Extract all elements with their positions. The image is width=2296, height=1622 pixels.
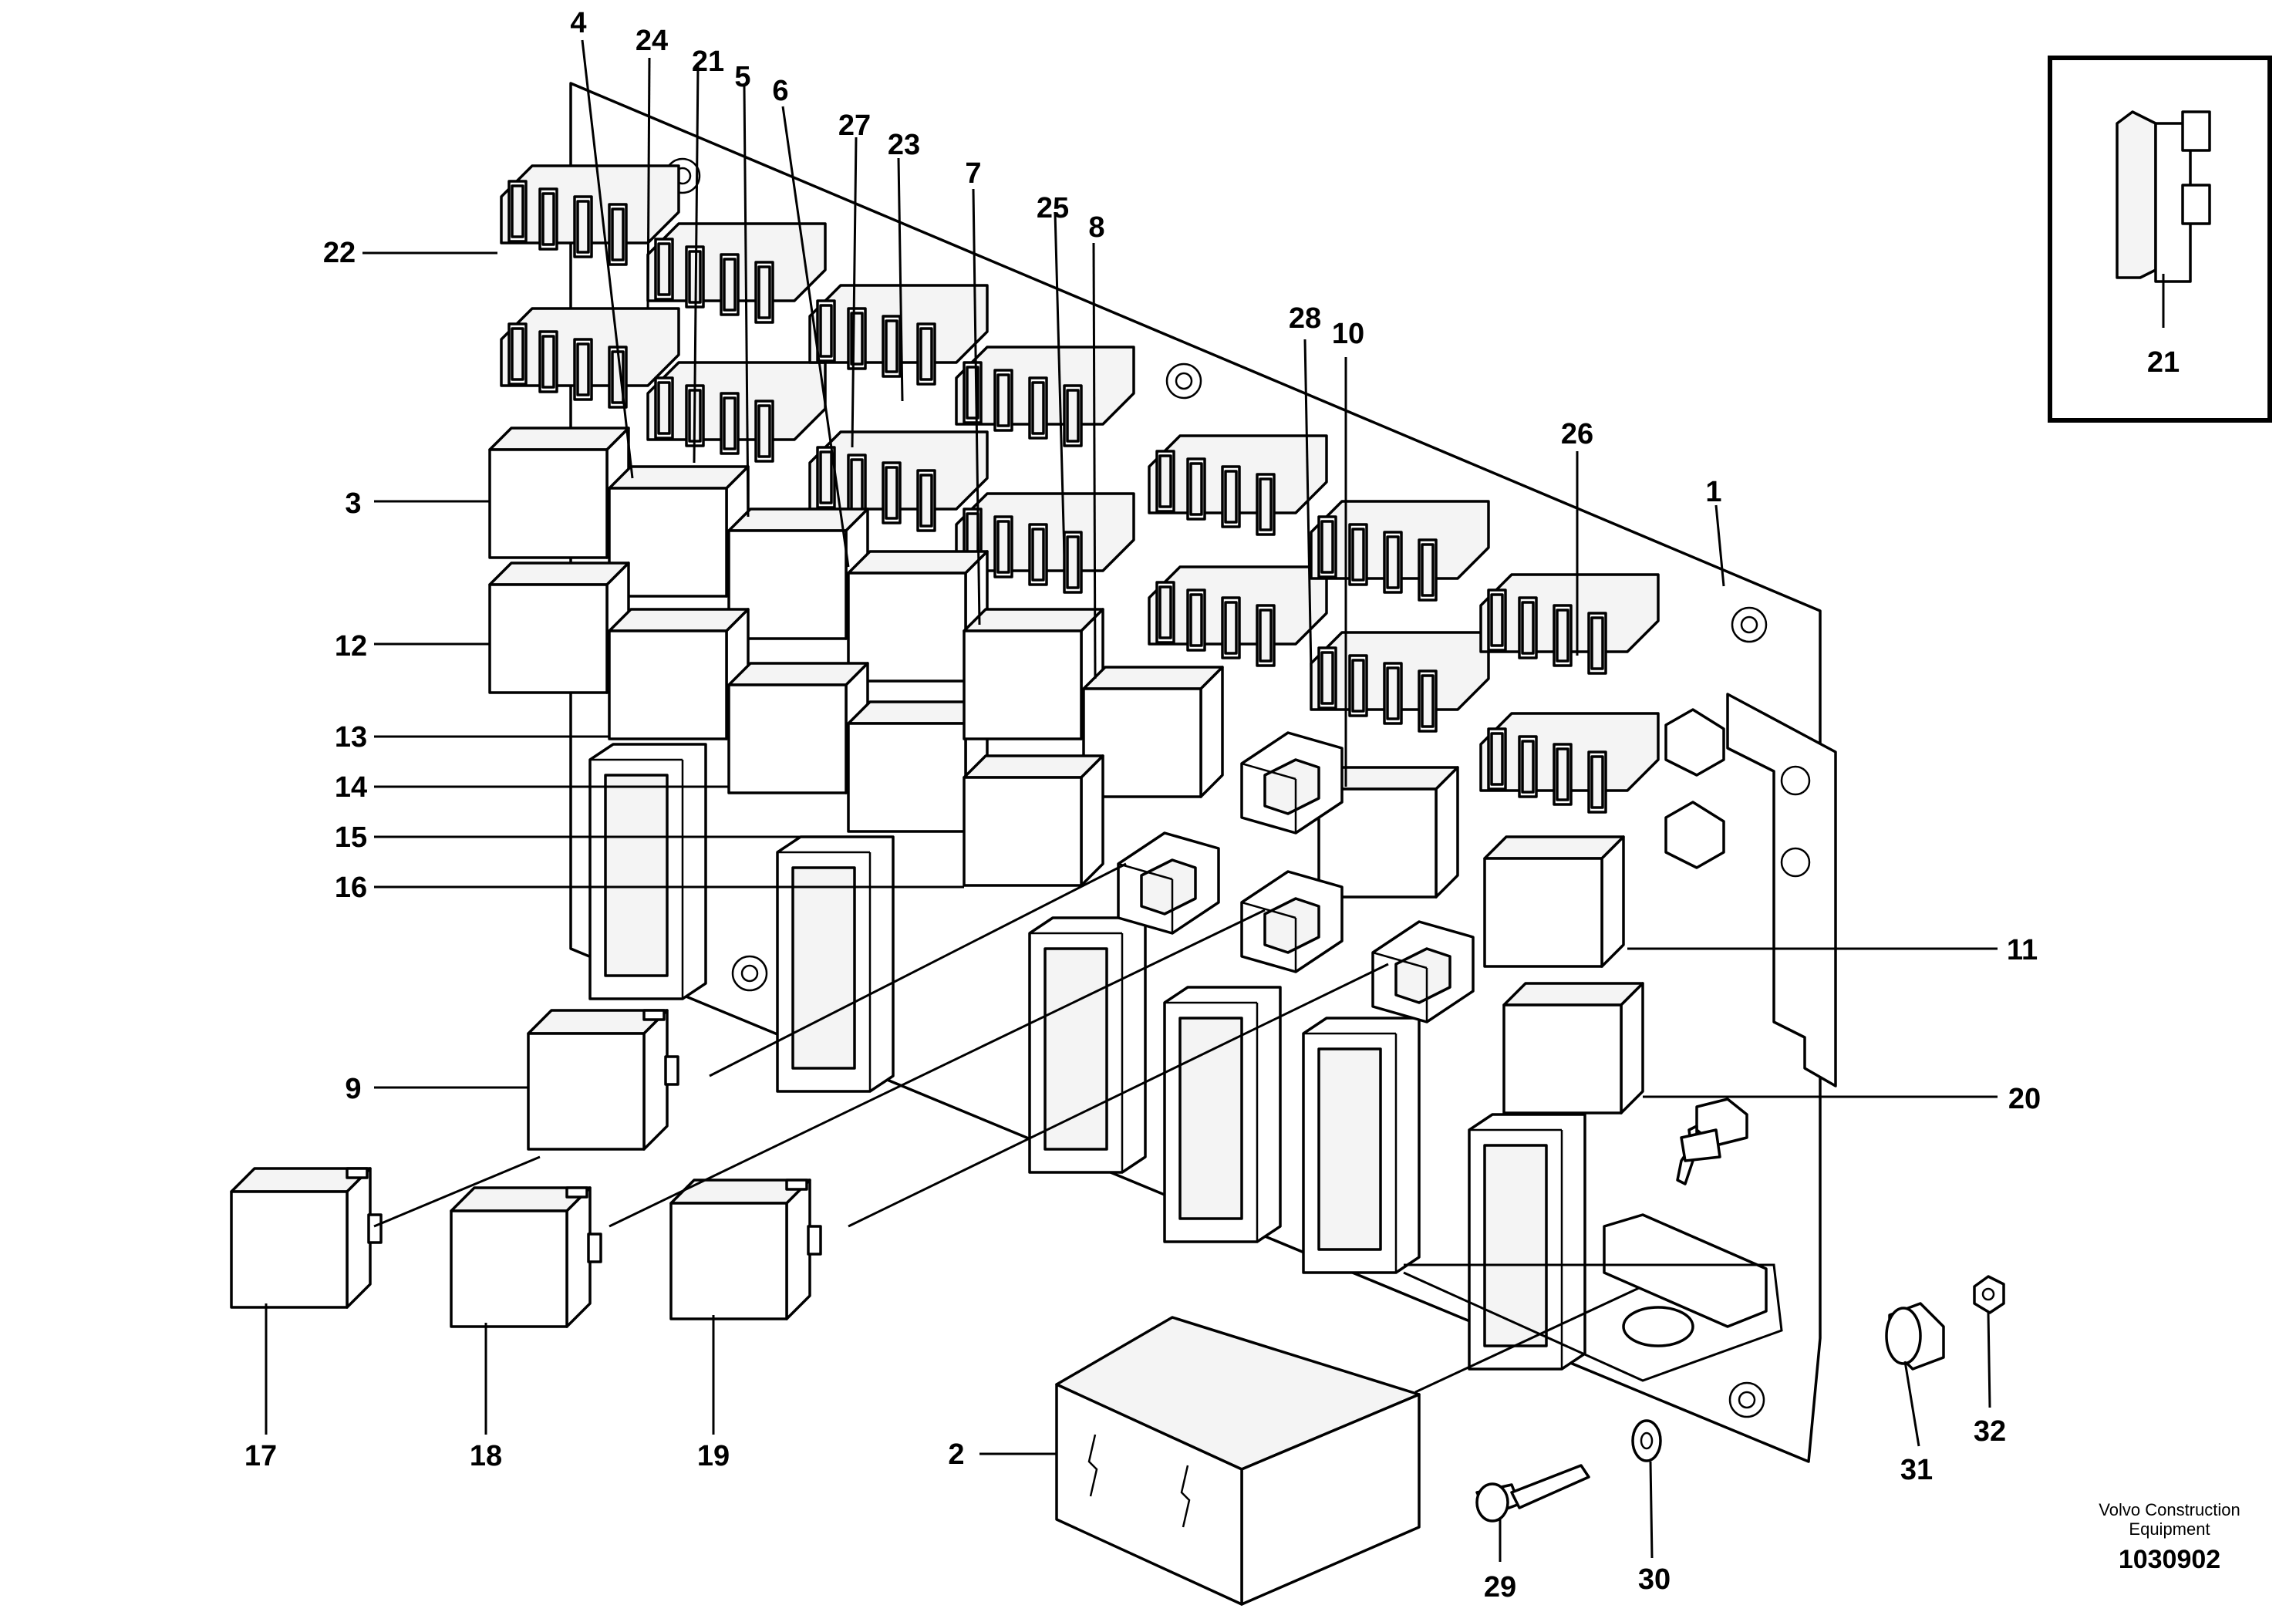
callout-29: 29 xyxy=(1484,1571,1516,1603)
callout-8: 8 xyxy=(1088,211,1104,244)
callout-17: 17 xyxy=(244,1440,277,1472)
detail-inset xyxy=(2048,56,2272,423)
callout-14: 14 xyxy=(335,771,367,804)
publisher-line-2: Equipment xyxy=(2129,1519,2210,1539)
callout-20: 20 xyxy=(2008,1083,2041,1115)
drawing-number: 1030902 xyxy=(2119,1545,2220,1574)
callout-30: 30 xyxy=(1638,1563,1671,1596)
callout-22: 22 xyxy=(323,237,356,269)
fastener-washer xyxy=(1631,1419,1662,1462)
callout-15: 15 xyxy=(335,821,367,854)
callout-27: 27 xyxy=(838,110,871,142)
callout-11: 11 xyxy=(2007,934,2038,966)
callout-21: 21 xyxy=(692,46,724,78)
callout-25: 25 xyxy=(1037,192,1069,224)
fastener-spacer xyxy=(1885,1302,1945,1371)
callout-12: 12 xyxy=(335,630,367,663)
leader-lines xyxy=(265,39,2165,1562)
callout-32: 32 xyxy=(1974,1415,2006,1448)
loose-relays xyxy=(230,1009,822,1328)
callout-18: 18 xyxy=(470,1440,502,1472)
callout-1: 1 xyxy=(1705,476,1721,508)
callout-4: 4 xyxy=(570,7,586,39)
callout-10: 10 xyxy=(1332,318,1364,350)
callout-26: 26 xyxy=(1561,418,1593,450)
publisher-footer: Volvo Construction Equipment 1030902 xyxy=(2099,1500,2240,1574)
plate-bolt xyxy=(1676,1098,1748,1185)
publisher-line-1: Volvo Construction xyxy=(2099,1500,2240,1519)
callout-16: 16 xyxy=(335,872,367,904)
callout-5: 5 xyxy=(734,61,750,93)
callout-3: 3 xyxy=(345,487,361,520)
callout-6: 6 xyxy=(772,75,788,107)
callout-31: 31 xyxy=(1900,1454,1933,1486)
resistor-cable xyxy=(1403,1213,1783,1382)
callout-2: 2 xyxy=(948,1438,964,1471)
fastener-nut xyxy=(1973,1275,2005,1314)
callout-21-inset: 21 xyxy=(2147,346,2180,379)
callout-labels: 1 2 3 4 5 6 7 8 9 10 11 12 13 14 15 16 1… xyxy=(244,7,2180,1603)
large-relay-box xyxy=(1055,1316,1421,1606)
callout-23: 23 xyxy=(888,129,920,161)
callout-24: 24 xyxy=(636,25,668,57)
callout-19: 19 xyxy=(697,1440,730,1472)
callout-9: 9 xyxy=(345,1073,361,1105)
fastener-screw xyxy=(1475,1464,1590,1523)
side-bracket xyxy=(1664,693,1837,1088)
callout-13: 13 xyxy=(335,721,367,754)
callout-28: 28 xyxy=(1289,302,1321,335)
callout-7: 7 xyxy=(965,157,981,190)
